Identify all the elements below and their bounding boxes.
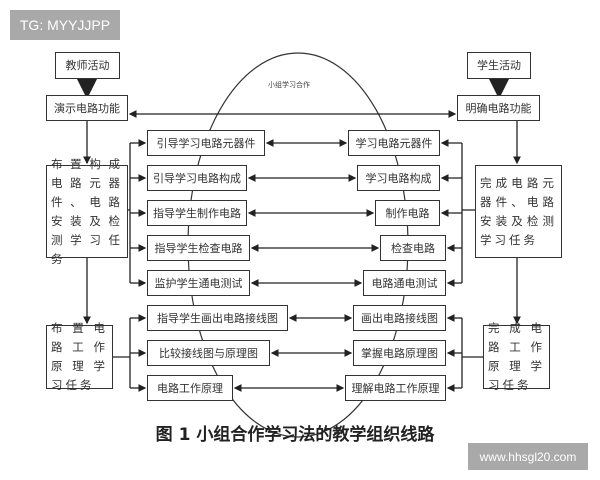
teacher-activity-header: 教师活动 bbox=[55, 52, 120, 79]
student-step: 学习电路构成 bbox=[357, 165, 440, 191]
clarify-circuit-function: 明确电路功能 bbox=[457, 95, 540, 121]
student-step: 画出电路接线图 bbox=[353, 305, 446, 331]
teacher-step: 电路工作原理 bbox=[147, 375, 233, 401]
teacher-step: 指导学生画出电路接线图 bbox=[147, 305, 288, 331]
teacher-step: 监护学生通电测试 bbox=[147, 270, 250, 296]
student-task-principle: 完成电路工作原理学习任务 bbox=[483, 321, 550, 392]
teacher-task-principle: 布置电路工作原理学习任务 bbox=[46, 321, 113, 392]
watermark-bottom: www.hhsgl20.com bbox=[468, 443, 588, 470]
teacher-step: 引导学习电路构成 bbox=[147, 165, 247, 191]
student-step: 学习电路元器件 bbox=[348, 130, 440, 156]
student-step: 检查电路 bbox=[380, 235, 446, 261]
student-step: 电路通电测试 bbox=[363, 270, 446, 296]
student-step: 理解电路工作原理 bbox=[345, 375, 446, 401]
figure-caption: 图 1 小组合作学习法的教学组织线路 bbox=[155, 425, 435, 445]
student-step: 掌握电路原理图 bbox=[353, 340, 446, 366]
student-task-components: 完成电路元器件、电路安装及检测学习任务 bbox=[475, 165, 562, 258]
teacher-step: 指导学生检查电路 bbox=[147, 235, 250, 261]
group-cooperation-label: 小组学习合作 bbox=[268, 81, 310, 89]
teacher-step: 比较接线图与原理图 bbox=[147, 340, 270, 366]
teacher-step: 指导学生制作电路 bbox=[147, 200, 247, 226]
student-step: 制作电路 bbox=[375, 200, 440, 226]
teacher-task-components: 布置构成电路元器件、电路安装及检测学习任务 bbox=[46, 157, 128, 266]
demo-circuit-function: 演示电路功能 bbox=[46, 95, 128, 121]
watermark-top: TG: MYYJJPP bbox=[10, 10, 120, 40]
student-activity-header: 学生活动 bbox=[467, 52, 531, 79]
teacher-step: 引导学习电路元器件 bbox=[147, 130, 265, 156]
